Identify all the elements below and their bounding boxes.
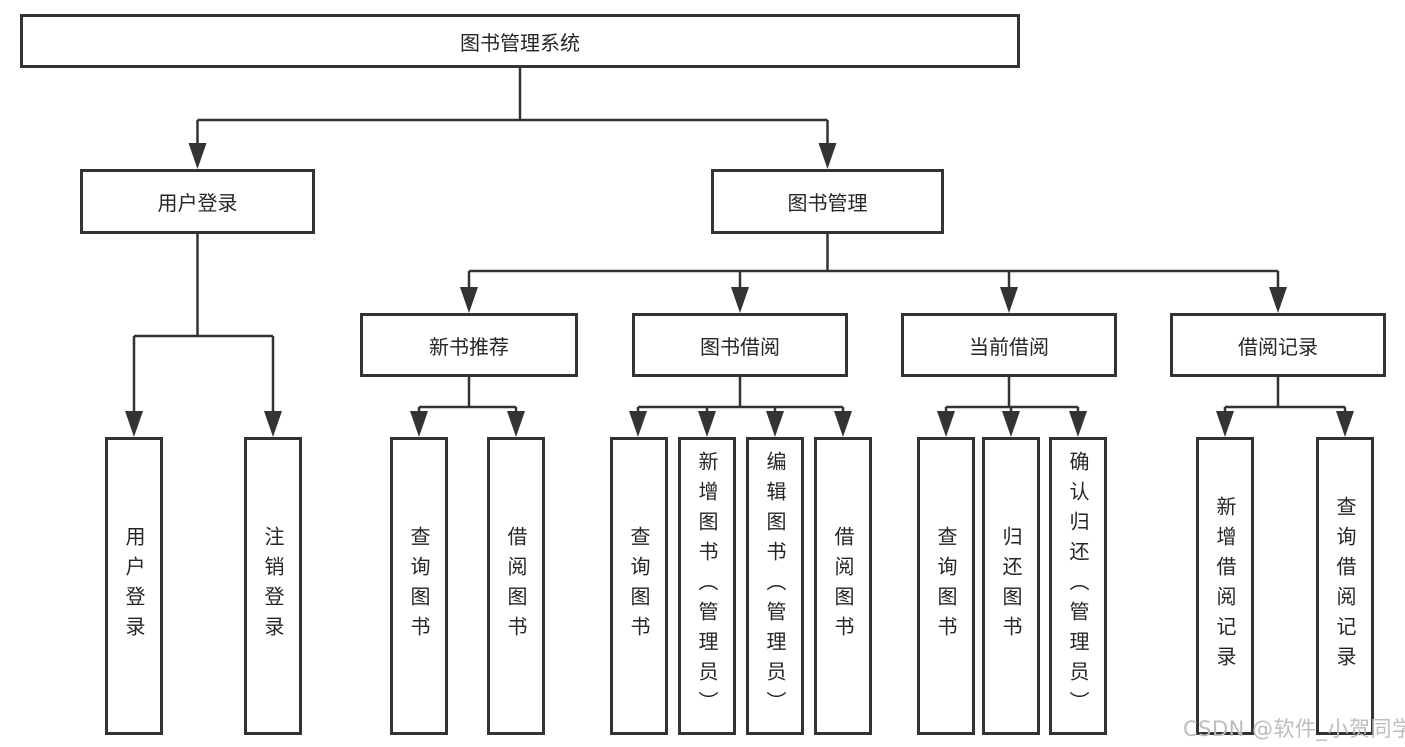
node-book-management: 图书管理 [711, 169, 944, 234]
leaf-label: 查询图书 [934, 526, 958, 646]
leaf-borrow-books-rec: 借阅图书 [487, 437, 545, 735]
leaf-query-borrow-record: 查询借阅记录 [1316, 437, 1374, 735]
leaf-label: 确认归还（管理员） [1066, 451, 1090, 721]
arrowheads [125, 143, 1354, 437]
leaf-return-books: 归还图书 [982, 437, 1040, 735]
node-new-book-recommendation: 新书推荐 [360, 313, 578, 377]
leaf-query-books-borrow: 查询图书 [610, 437, 668, 735]
node-label: 当前借阅 [969, 334, 1049, 359]
leaf-borrow-books: 借阅图书 [814, 437, 872, 735]
node-label: 图书管理 [787, 191, 868, 215]
leaf-add-borrow-record: 新增借阅记录 [1196, 437, 1254, 735]
leaf-label: 编辑图书（管理员） [763, 451, 787, 721]
leaf-add-books-admin: 新增图书（管理员） [678, 437, 736, 735]
leaf-label: 借阅图书 [831, 526, 855, 646]
node-label: 新书推荐 [429, 334, 509, 359]
node-label: 图书借阅 [700, 334, 780, 359]
leaf-label: 新增图书（管理员） [695, 451, 719, 721]
node-label: 图书管理系统 [460, 30, 580, 55]
leaf-logout: 注销登录 [244, 437, 302, 735]
leaf-edit-books-admin: 编辑图书（管理员） [746, 437, 804, 735]
leaf-user-login: 用户登录 [105, 437, 163, 735]
node-label: 用户登录 [157, 191, 238, 215]
node-borrowing-records: 借阅记录 [1170, 313, 1386, 377]
leaf-label: 查询借阅记录 [1333, 496, 1357, 676]
node-current-borrowing: 当前借阅 [901, 313, 1117, 377]
node-book-borrowing: 图书借阅 [632, 313, 848, 377]
node-label: 借阅记录 [1238, 334, 1318, 359]
leaf-label: 注销登录 [261, 526, 285, 646]
leaf-label: 查询图书 [407, 526, 431, 646]
leaf-label: 归还图书 [999, 526, 1023, 646]
leaf-confirm-return-admin: 确认归还（管理员） [1049, 437, 1107, 735]
leaf-label: 用户登录 [122, 526, 146, 646]
leaf-query-books-rec: 查询图书 [390, 437, 448, 735]
leaf-label: 新增借阅记录 [1213, 496, 1237, 676]
node-library-management-system: 图书管理系统 [20, 14, 1020, 68]
node-user-login: 用户登录 [80, 169, 315, 234]
csdn-watermark: CSDN @软件_小贺同学 [1183, 717, 1405, 741]
leaf-label: 查询图书 [627, 526, 651, 646]
leaf-label: 借阅图书 [504, 526, 528, 646]
leaf-query-books-current: 查询图书 [917, 437, 975, 735]
